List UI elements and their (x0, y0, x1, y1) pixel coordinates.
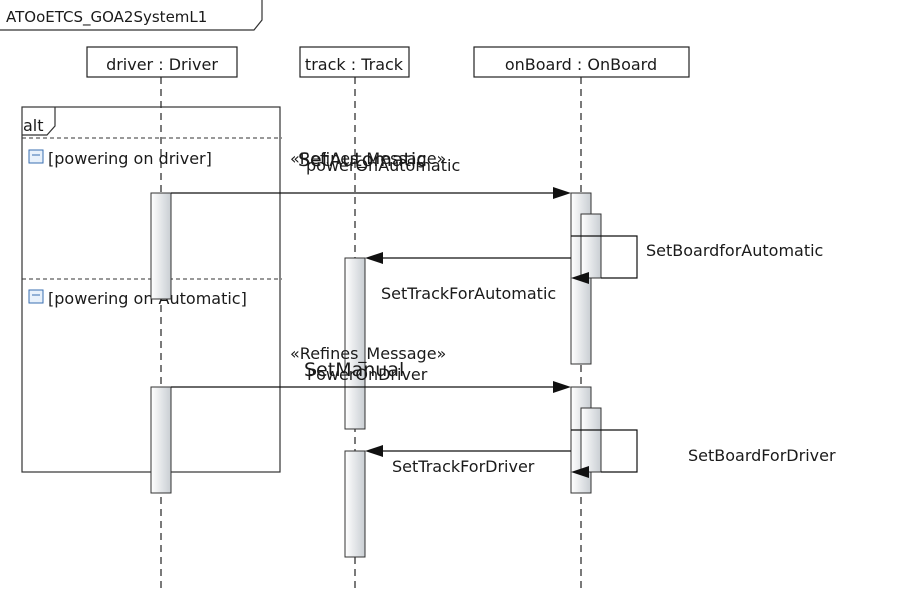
lifeline-onboard[interactable]: onBoard : OnBoard (473, 46, 690, 78)
self-message-1-label: SetBoardforAutomatic (646, 241, 823, 260)
message-set-track-automatic[interactable]: SetTrackForAutomatic (365, 252, 571, 303)
lifeline-track-box[interactable] (299, 46, 410, 78)
alt-operator-label: alt (23, 116, 44, 135)
message-set-track-driver[interactable]: SetTrackForDriver (365, 445, 571, 476)
message-2-name: PowerOnDriver (307, 365, 428, 384)
self-message-set-board-automatic[interactable]: SetBoardforAutomatic (571, 235, 823, 284)
arrowhead-icon (365, 445, 383, 457)
guard-2[interactable]: [powering on Automatic] (28, 289, 247, 308)
activation-onboard-nested-2[interactable] (580, 407, 602, 473)
arrowhead-icon (365, 252, 383, 264)
message-power-on-driver[interactable]: «Refines_Message» PowerOnDriver SetManua… (171, 344, 571, 393)
self-message-2-line[interactable] (571, 429, 638, 473)
constraint-icon (28, 289, 44, 304)
message-back-2-label: SetTrackForDriver (392, 457, 535, 476)
lifeline-onboard-box[interactable] (473, 46, 690, 78)
frame-title: ATOoETCS_GOA2SystemL1 (6, 8, 207, 27)
lifeline-driver-label: driver : Driver (106, 55, 218, 74)
arrowhead-icon (571, 272, 589, 284)
lifeline-track-label: track : Track (305, 55, 404, 74)
frame-tab-border (0, 0, 263, 31)
self-message-1-line[interactable] (571, 235, 638, 279)
alt-operator-tab (22, 107, 56, 136)
activation-track-1[interactable] (344, 257, 366, 430)
activation-driver-2[interactable] (150, 386, 172, 494)
activation-onboard-nested-1[interactable] (580, 213, 602, 279)
frame-header: ATOoETCS_GOA2SystemL1 (0, 0, 263, 31)
activation-driver-1[interactable] (150, 192, 172, 300)
lifeline-track[interactable]: track : Track (299, 46, 410, 78)
lifeline-driver[interactable]: driver : Driver (86, 46, 238, 78)
activation-track-2[interactable] (344, 450, 366, 558)
self-message-2-label: SetBoardForDriver (688, 446, 836, 465)
arrowhead-icon (553, 187, 571, 199)
message-back-1-label: SetTrackForAutomatic (381, 284, 556, 303)
message-1-overlay: SetAutomatic (298, 149, 427, 171)
arrowhead-icon (553, 381, 571, 393)
self-message-set-board-driver[interactable]: SetBoardForDriver (571, 429, 836, 478)
message-2-stereotype: «Refines_Message» (290, 344, 446, 364)
message-2-overlay: SetManual (304, 359, 404, 381)
alt-fragment[interactable]: alt [powering on driver] [powering on Au… (21, 106, 282, 473)
message-1-stereotype: «Refines_Message» (290, 149, 446, 169)
lifeline-driver-box[interactable] (86, 46, 238, 78)
guard-1-label: [powering on driver] (48, 149, 212, 168)
guard-2-label: [powering on Automatic] (48, 289, 247, 308)
message-1-name: powerOnAutomatic (306, 156, 460, 175)
arrowhead-icon (571, 466, 589, 478)
lifeline-onboard-label: onBoard : OnBoard (505, 55, 657, 74)
message-power-on-automatic[interactable]: «Refines_Message» powerOnAutomatic SetAu… (171, 149, 571, 199)
constraint-icon (28, 149, 44, 164)
guard-1[interactable]: [powering on driver] (28, 149, 212, 168)
